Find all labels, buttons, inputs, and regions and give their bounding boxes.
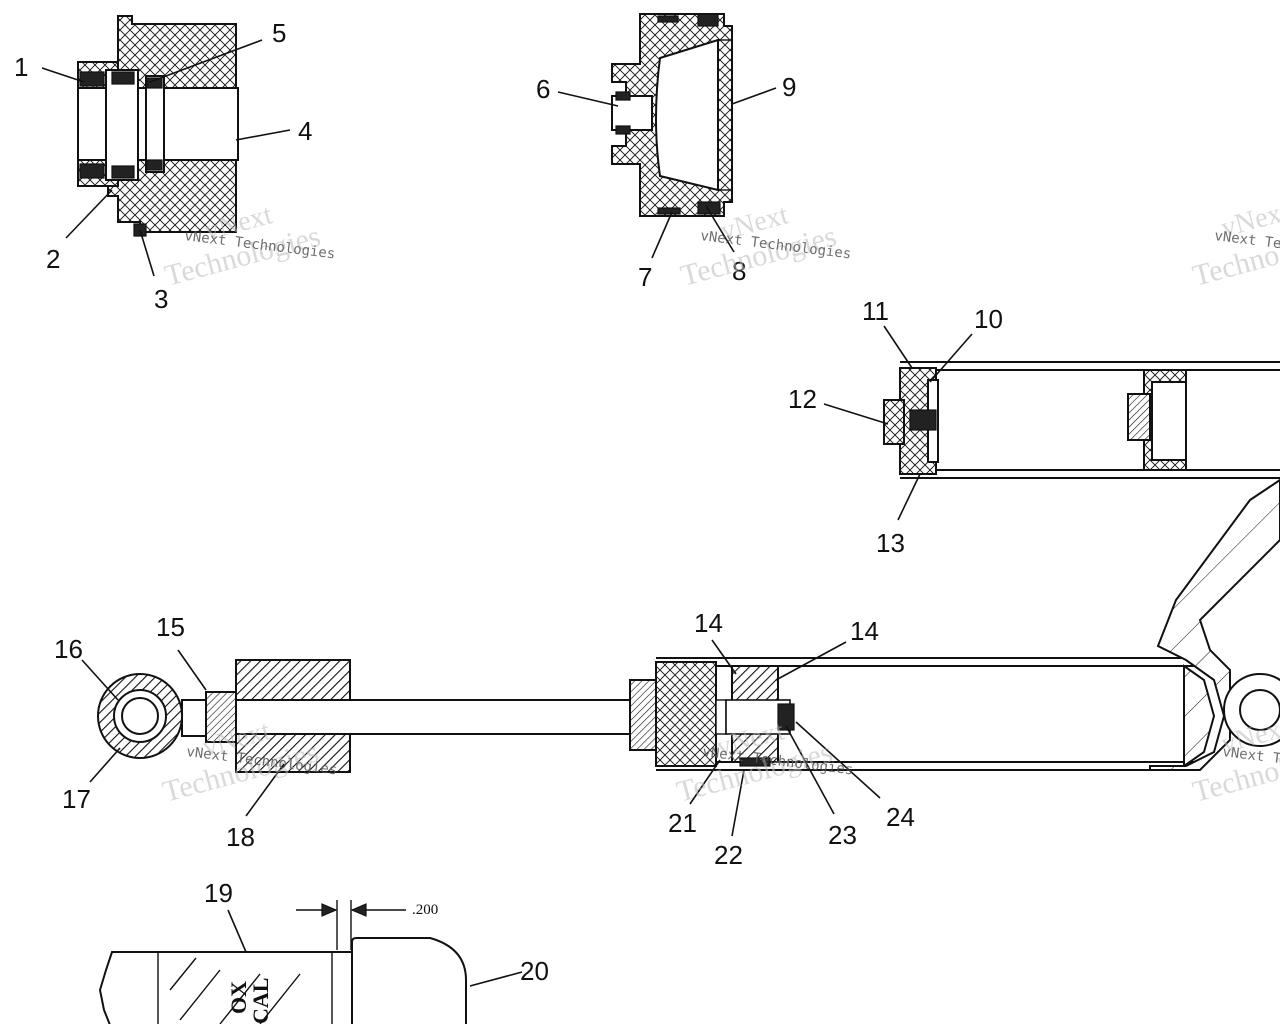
callout-6: 6	[536, 74, 550, 104]
callout-8: 8	[732, 256, 746, 286]
callout-12: 12	[788, 384, 817, 414]
callout-5: 5	[272, 18, 286, 48]
reservoir-assembly	[883, 361, 1280, 479]
callout-15: 15	[156, 612, 185, 642]
callout-17: 17	[62, 784, 91, 814]
callout-10: 10	[974, 304, 1003, 334]
piston-assembly	[611, 13, 733, 217]
callout-2: 2	[46, 244, 60, 274]
callout-14a: 14	[694, 608, 723, 638]
callout-13: 13	[876, 528, 905, 558]
shock-body-assembly	[97, 478, 1280, 773]
callout-4: 4	[298, 116, 312, 146]
callout-16: 16	[54, 634, 83, 664]
callout-19: 19	[204, 878, 233, 908]
callout-9: 9	[782, 72, 796, 102]
callout-7: 7	[638, 262, 652, 292]
callout-21: 21	[668, 808, 697, 838]
leader-lines	[41, 39, 973, 987]
callout-labels: 1 2 3 4 5 6 7 8 9 10 11 12 13 14 14 15 1…	[14, 18, 1003, 986]
callout-14b: 14	[850, 616, 879, 646]
callout-20: 20	[520, 956, 549, 986]
callout-23: 23	[828, 820, 857, 850]
decal-text-1: OX	[226, 981, 251, 1014]
callout-11: 11	[862, 296, 889, 326]
dimension-label: .200	[412, 902, 438, 918]
decal-detail: OX CAL .200	[98, 900, 467, 1024]
callout-18: 18	[226, 822, 255, 852]
callout-24: 24	[886, 802, 915, 832]
callout-22: 22	[714, 840, 743, 870]
callout-3: 3	[154, 284, 168, 314]
seal-head-assembly	[77, 15, 239, 237]
callout-1: 1	[14, 52, 28, 82]
decal-text-2: CAL	[248, 978, 273, 1024]
